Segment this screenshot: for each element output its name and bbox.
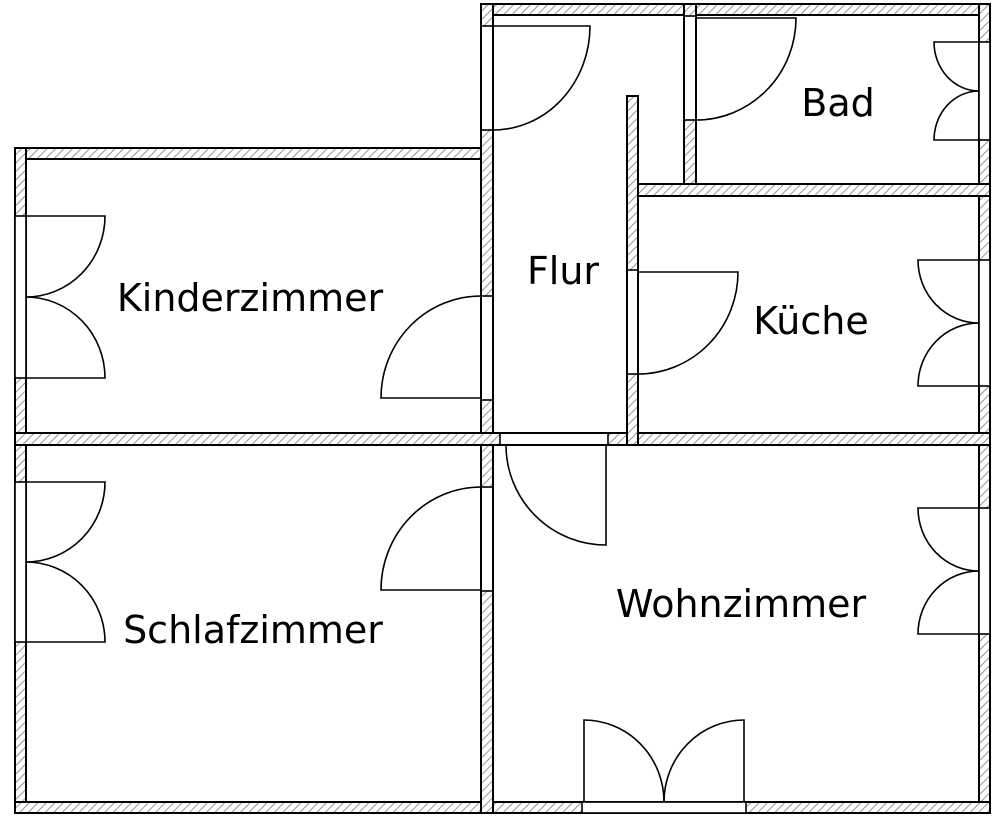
room-label-wohnzimmer: Wohnzimmer [616, 582, 867, 626]
door-opening-bad [685, 16, 695, 120]
windows [14, 41, 991, 814]
window-kueche [917, 259, 991, 387]
doors [380, 17, 797, 591]
wall-outer-bottom [14, 801, 991, 814]
window-kinderzimmer [14, 215, 106, 379]
door-jambs [481, 15, 696, 592]
walls [14, 3, 991, 814]
door-opening-wohnzimmer [500, 434, 608, 444]
door-opening-kueche [628, 270, 637, 374]
room-label-schlafzimmer: Schlafzimmer [123, 608, 383, 652]
wall-bad-bottom [626, 183, 991, 197]
door-schlafzimmer [380, 486, 482, 591]
wall-outer-top-left [14, 147, 494, 160]
door-kinderzimmer [380, 295, 482, 399]
room-label-kinderzimmer: Kinderzimmer [117, 276, 384, 320]
door-flur-entry [492, 25, 591, 131]
room-label-bad: Bad [801, 81, 874, 125]
wall-outer-top-right [480, 3, 991, 16]
room-label-flur: Flur [527, 249, 599, 293]
window-bad [933, 41, 991, 141]
room-label-kueche: Küche [753, 299, 868, 343]
door-wohnzimmer [505, 444, 607, 546]
room-labels: Bad Flur Kinderzimmer Küche Schlafzimmer… [117, 81, 875, 652]
window-wohnzimmer-right [917, 507, 991, 635]
door-opening-kinderzimmer [482, 296, 492, 400]
door-openings [482, 16, 695, 591]
door-kueche [637, 271, 739, 375]
door-opening-schlafzimmer [482, 487, 492, 591]
door-bad [695, 17, 797, 121]
door-opening-flur-entry [482, 26, 492, 130]
window-wohnzimmer-bottom [581, 719, 747, 814]
window-schlafzimmer [14, 481, 106, 643]
